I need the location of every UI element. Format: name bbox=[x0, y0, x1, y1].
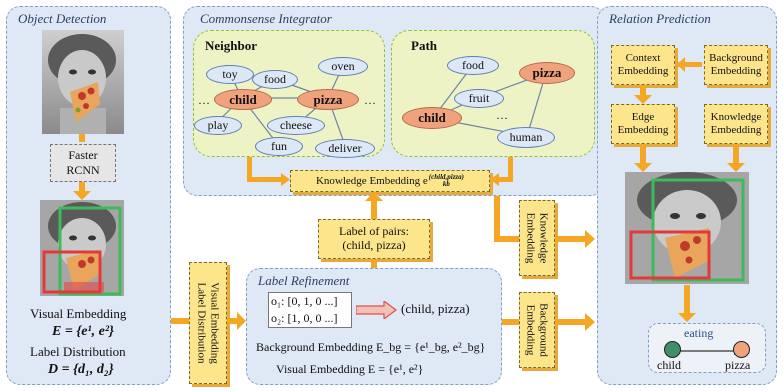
label-of-pairs-box: Label of pairs: (child, pizza) bbox=[318, 219, 430, 259]
path-node-pizza: pizza bbox=[519, 62, 575, 84]
o2-vector: o₂: [1, 0, 0 ...] bbox=[271, 311, 338, 325]
neighbor-ellipsis-right: … bbox=[364, 93, 376, 107]
input-photo bbox=[42, 30, 124, 134]
detection-photo bbox=[40, 200, 124, 296]
path-node-child: child bbox=[402, 107, 462, 129]
scene-graph-subject-node bbox=[664, 341, 681, 358]
visual-label-box: Visual Embedding Label Distribution bbox=[189, 262, 227, 384]
knowledge-embedding-rp-box: Knowledge Embedding bbox=[704, 104, 768, 144]
label-of-pairs-line2: (child, pizza) bbox=[342, 238, 406, 252]
neighbor-node-oven: oven bbox=[318, 57, 368, 76]
neighbor-title: Neighbor bbox=[205, 38, 257, 53]
neighbor-ellipsis-left: … bbox=[198, 93, 210, 107]
refinement-arrow-icon bbox=[356, 301, 397, 319]
context-embedding-box: Context Embedding bbox=[611, 45, 675, 85]
o1-vector: o₁: [0, 1, 0 ...] bbox=[271, 294, 338, 308]
relation-prediction-title: Relation Prediction bbox=[609, 11, 711, 26]
refinement-result: (child, pizza) bbox=[401, 301, 470, 316]
label-of-pairs-line1: Label of pairs: bbox=[339, 224, 409, 239]
knowledge-embedding-rp-label: Knowledge Embedding bbox=[710, 111, 762, 136]
faster-rcnn-box: Faster RCNN bbox=[50, 144, 116, 182]
commonsense-integrator-title: Commonsense Integrator bbox=[200, 11, 332, 26]
scene-graph-object-node bbox=[733, 341, 750, 358]
context-embedding-label: Context Embedding bbox=[617, 52, 669, 77]
knowledge-embedding-box: Knowledge Embedding e (child,pizza) kb bbox=[290, 170, 490, 192]
knowledge-vertical-box: Knowledge Embedding bbox=[519, 200, 555, 276]
path-title: Path bbox=[411, 38, 437, 53]
path-node-human: human bbox=[497, 127, 555, 148]
prediction-photo bbox=[625, 172, 749, 284]
neighbor-node-toy: toy bbox=[206, 65, 254, 84]
label-refinement-title: Label Refinement bbox=[258, 273, 350, 288]
background-embedding-label: Background Embedding bbox=[709, 52, 763, 77]
label-distribution-label: Label Distribution bbox=[30, 344, 126, 359]
knowledge-embedding-sup: (child,pizza) bbox=[428, 173, 464, 181]
object-detection-title: Object Detection bbox=[18, 11, 107, 26]
neighbor-node-deliver: deliver bbox=[315, 139, 375, 158]
edge-embedding-label: Edge Embedding bbox=[617, 111, 669, 136]
neighbor-node-child: child bbox=[214, 89, 272, 110]
path-ellipsis: … bbox=[496, 108, 508, 122]
knowledge-embedding-sub: kb bbox=[442, 180, 450, 188]
knowledge-embedding-label: Knowledge Embedding e bbox=[315, 174, 428, 187]
neighbor-node-fun: fun bbox=[255, 137, 303, 156]
label-refinement-vectors bbox=[268, 292, 352, 328]
neighbor-node-cheese: cheese bbox=[267, 116, 325, 135]
visual-embedding-refined: Visual Embedding E = {e¹, e²} bbox=[276, 362, 424, 376]
faster-rcnn-label: Faster RCNN bbox=[66, 148, 100, 177]
label-distribution-formula: D = {d₁, d₂} bbox=[48, 362, 114, 377]
visual-embedding-label: Visual Embedding bbox=[30, 306, 127, 321]
scene-graph-subject-label: child bbox=[657, 358, 681, 372]
background-embedding-box: Background Embedding bbox=[704, 45, 768, 85]
background-embedding-formula: Background Embedding E_bg = {e¹_bg, e²_b… bbox=[256, 340, 486, 354]
path-node-food: food bbox=[447, 56, 499, 75]
path-node-fruit: fruit bbox=[454, 89, 504, 108]
neighbor-node-food: food bbox=[252, 70, 298, 89]
scene-graph-edge-label: eating bbox=[684, 326, 714, 340]
background-vertical-box: Background Embedding bbox=[519, 292, 555, 368]
neighbor-node-play: play bbox=[194, 116, 242, 135]
visual-embedding-formula: E = {e¹, e²} bbox=[52, 324, 114, 339]
scene-graph-object-label: pizza bbox=[725, 358, 751, 372]
edge-embedding-box: Edge Embedding bbox=[611, 104, 675, 144]
neighbor-node-pizza: pizza bbox=[297, 89, 359, 110]
